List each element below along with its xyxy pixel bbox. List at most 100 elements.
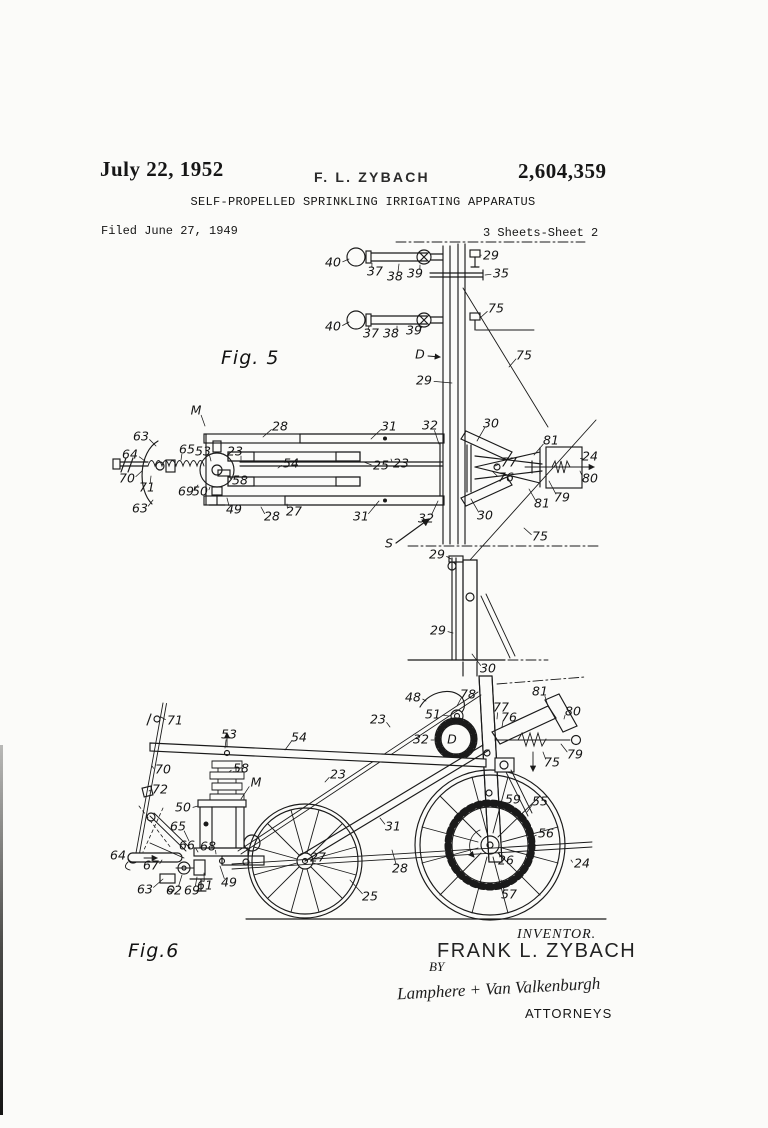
- leader-line: [476, 427, 486, 442]
- mid-mast: [407, 555, 549, 677]
- leader-line: [447, 631, 454, 634]
- sprinkler-arm-upper: [346, 247, 481, 268]
- ref-numeral-63: 63: [132, 501, 148, 516]
- filed-date: Filed June 27, 1949: [101, 224, 238, 238]
- ref-numeral-50: 50: [175, 800, 191, 815]
- leader-line: [368, 500, 380, 515]
- leader-line: [433, 380, 453, 384]
- leader-line: [504, 803, 508, 811]
- leader-line: [178, 874, 183, 887]
- ref-numeral-23: 23: [330, 767, 346, 782]
- leader-line: [149, 475, 152, 484]
- leader-line: [324, 776, 330, 783]
- ref-numeral-30: 30: [483, 416, 499, 431]
- leader-line: [224, 739, 227, 749]
- section-arrow-s: [395, 518, 430, 544]
- ref-numeral-72: 72: [152, 782, 168, 797]
- ref-numeral-37: 37: [363, 326, 379, 341]
- leader-line: [342, 321, 350, 326]
- fig6-caption: Fig.6: [128, 940, 180, 962]
- leader-line: [498, 851, 501, 858]
- ref-numeral-28: 28: [264, 509, 280, 524]
- leader-line: [529, 834, 537, 839]
- inventor-name: FRANK L. ZYBACH: [437, 940, 637, 962]
- leader-line: [147, 499, 154, 507]
- pawl-assembly: [494, 757, 533, 817]
- leader-line: [138, 456, 146, 462]
- leader-line: [370, 429, 382, 440]
- ref-numeral-69: 69: [184, 883, 200, 898]
- leader-line: [260, 506, 265, 515]
- crossbar: [429, 269, 484, 281]
- leader-line: [153, 878, 164, 888]
- leader-line: [544, 695, 549, 707]
- drive-cone-assembly: [460, 430, 595, 507]
- leader-line: [183, 830, 190, 842]
- leader-line: [526, 804, 533, 813]
- ref-numeral-54: 54: [291, 730, 307, 745]
- ref-numeral-48: 48: [405, 690, 421, 705]
- leader-line: [194, 876, 198, 887]
- ref-numeral-69: 69: [178, 484, 194, 499]
- leader-line: [390, 458, 393, 463]
- ref-numeral-24: 24: [582, 449, 598, 464]
- ref-numeral-63: 63: [137, 882, 153, 897]
- ref-numeral-29: 29: [416, 373, 432, 388]
- inventor-header-name: F. L. ZYBACH: [314, 169, 430, 185]
- leader-line: [580, 457, 584, 460]
- ref-numeral-29: 29: [430, 623, 446, 638]
- ref-numeral-62: 62: [166, 883, 182, 898]
- ref-numeral-56: 56: [538, 826, 554, 841]
- fig6-drawing: [125, 675, 607, 921]
- ref-numeral-37: 37: [367, 264, 383, 279]
- ref-numeral-51: 51: [425, 707, 441, 722]
- leader-line: [386, 722, 391, 728]
- ref-numeral-D: D: [447, 732, 457, 747]
- motor-unit: [193, 760, 265, 866]
- ref-numeral-31: 31: [353, 509, 369, 524]
- leader-line: [494, 463, 500, 467]
- leader-line: [533, 443, 544, 456]
- boom-assembly: [112, 433, 445, 506]
- leader-line: [479, 311, 488, 319]
- patent-title: SELF-PROPELLED SPRINKLING IRRIGATING APP…: [190, 195, 536, 209]
- leader-line: [226, 497, 230, 507]
- leader-line: [470, 498, 480, 513]
- guy-wires: [462, 287, 597, 561]
- ref-numeral-53: 53: [221, 727, 237, 742]
- leader-line: [548, 480, 557, 495]
- arrow-d: [427, 353, 441, 360]
- leader-line: [159, 859, 163, 864]
- leader-line: [501, 721, 504, 728]
- sheet-number: 3 Sheets-Sheet 2: [483, 226, 599, 240]
- leader-line: [491, 470, 498, 477]
- ref-numeral-58: 58: [232, 473, 248, 488]
- ref-numeral-49: 49: [226, 502, 242, 517]
- ref-numeral-68: 68: [200, 839, 216, 854]
- leader-line: [208, 486, 211, 491]
- leader-line: [446, 555, 452, 560]
- ref-numeral-40: 40: [325, 255, 341, 270]
- ref-numeral-49: 49: [221, 875, 237, 890]
- ref-numeral-80: 80: [565, 704, 581, 719]
- leader-line: [484, 273, 492, 276]
- leader-line: [560, 743, 568, 753]
- leader-line: [397, 263, 400, 273]
- ref-numeral-38: 38: [387, 269, 403, 284]
- leader-line: [306, 858, 309, 862]
- ref-numeral-61: 61: [197, 878, 213, 893]
- left-wheel: [247, 803, 363, 919]
- ref-numeral-28: 28: [272, 419, 288, 434]
- leader-line: [523, 527, 532, 535]
- ref-numeral-78: 78: [460, 687, 476, 702]
- ref-numeral-70: 70: [119, 471, 135, 486]
- leader-line: [151, 765, 154, 769]
- ref-numeral-54: 54: [283, 456, 299, 471]
- tension-rod-linkage: [125, 702, 250, 893]
- ref-numeral-23: 23: [393, 456, 409, 471]
- main-beam: [149, 742, 487, 768]
- leader-line: [342, 258, 350, 263]
- ref-numeral-39: 39: [406, 323, 422, 338]
